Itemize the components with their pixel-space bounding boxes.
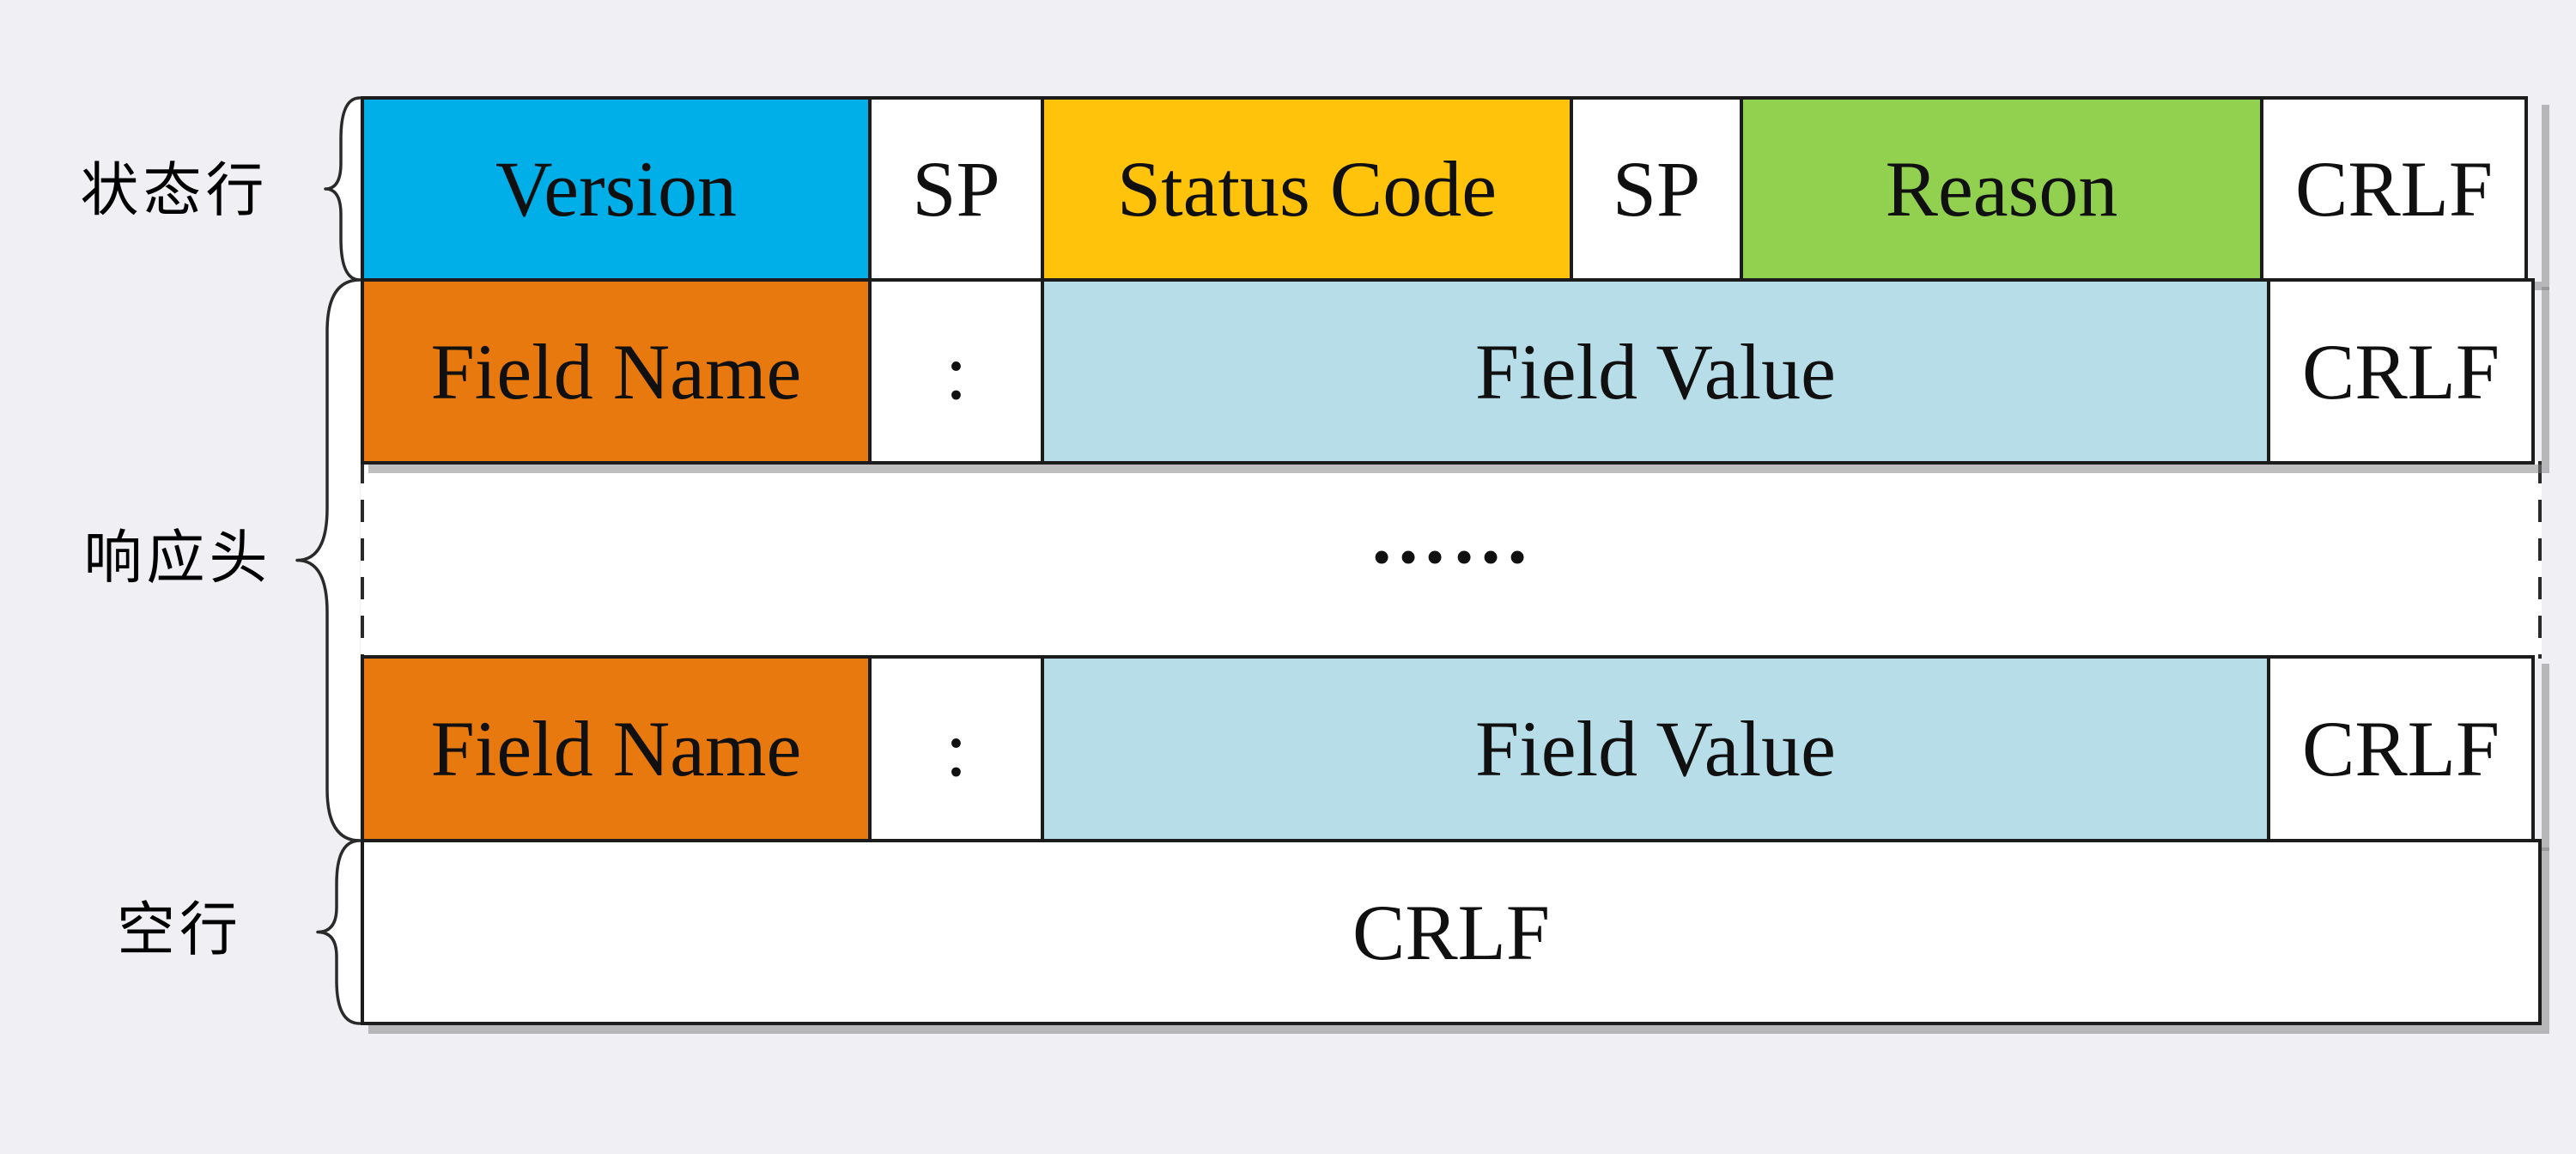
header-field-row: Field Name : Field Value CRLF (361, 278, 2542, 465)
curly-brace-icon (316, 839, 361, 1025)
cell-reason: Reason (1740, 96, 2263, 282)
cell-status-code: Status Code (1041, 96, 1573, 282)
cell-crlf: CRLF (2267, 655, 2535, 842)
label-response-headers: 响应头 (83, 525, 272, 591)
cell-colon: : (868, 655, 1044, 842)
cell-version: Version (361, 96, 872, 282)
header-field-row: Field Name : Field Value CRLF (361, 655, 2542, 842)
cell-sp: SP (1570, 96, 1743, 282)
curly-brace-icon (324, 96, 361, 282)
cell-crlf: CRLF (361, 839, 2542, 1025)
cell-field-name: Field Name (361, 655, 872, 842)
label-status-line: 状态行 (80, 158, 269, 223)
brace-status-line (322, 96, 361, 282)
cell-field-value: Field Value (1041, 655, 2270, 842)
cell-crlf: CRLF (2267, 278, 2535, 465)
curly-brace-icon (295, 278, 361, 842)
dashed-left-border (361, 461, 364, 659)
brace-blank-line (314, 839, 361, 1025)
status-line-row: Version SP Status Code SP Reason CRLF (361, 96, 2542, 282)
label-blank-line: 空行 (116, 897, 242, 963)
cell-sp: SP (868, 96, 1044, 282)
cell-colon: : (868, 278, 1044, 465)
ellipsis-row: …… (361, 461, 2542, 659)
brace-response-headers (294, 278, 361, 842)
cell-field-value: Field Value (1041, 278, 2270, 465)
cell-crlf: CRLF (2260, 96, 2528, 282)
cell-field-name: Field Name (361, 278, 872, 465)
blank-line-row: CRLF (361, 839, 2542, 1025)
ellipsis-text: …… (1369, 492, 1534, 580)
dashed-right-border (2538, 461, 2542, 659)
